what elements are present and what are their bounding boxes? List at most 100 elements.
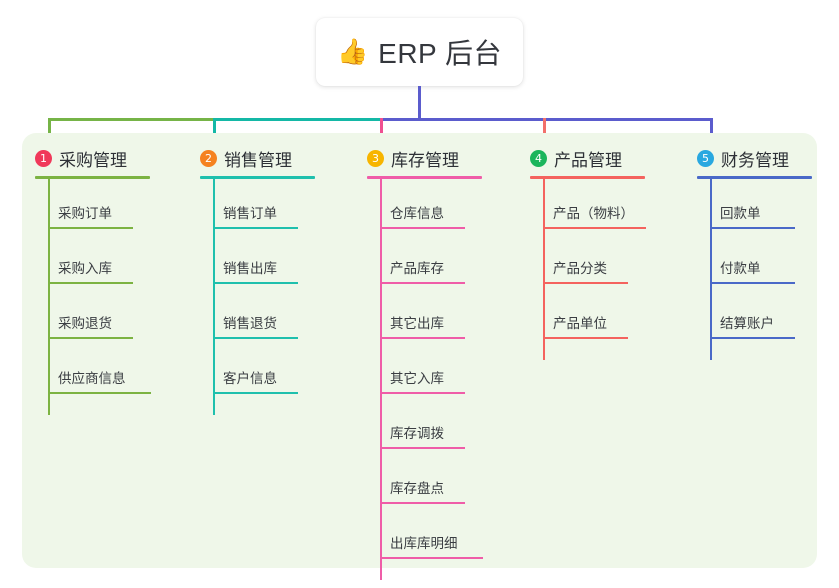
list-item-label: 库存调拨 — [390, 426, 444, 441]
list-item-label: 采购退货 — [58, 316, 112, 331]
list-item-label: 产品库存 — [390, 261, 444, 276]
column-item-list: 采购订单采购入库采购退货供应商信息 — [35, 179, 185, 399]
list-item-rule — [710, 337, 795, 339]
column-title: 财务管理 — [721, 150, 789, 170]
list-item[interactable]: 销售退货 — [200, 289, 350, 344]
list-item-rule — [48, 227, 133, 229]
list-item-rule — [380, 447, 465, 449]
column-header-rule — [530, 176, 645, 179]
list-item-rule — [213, 392, 298, 394]
column-销售管理: 2 销售管理销售订单销售出库销售退货客户信息 — [200, 146, 350, 415]
thumbs-up-icon: 👍 — [337, 37, 369, 66]
column-number-badge: 2 — [200, 149, 217, 167]
column-number-badge: 5 — [697, 149, 714, 167]
column-title: 产品管理 — [554, 150, 622, 170]
bus-segment-1 — [48, 118, 216, 121]
list-item-label: 其它出库 — [390, 316, 444, 331]
list-item-rule — [380, 392, 465, 394]
list-item-label: 库存盘点 — [390, 481, 444, 496]
list-item-rule — [380, 227, 465, 229]
list-item[interactable]: 采购订单 — [35, 179, 185, 234]
list-item[interactable]: 销售出库 — [200, 234, 350, 289]
list-item-rule — [213, 282, 298, 284]
list-item[interactable]: 仓库信息 — [367, 179, 517, 234]
column-header[interactable]: 3 库存管理 — [367, 146, 517, 170]
list-item[interactable]: 库存调拨 — [367, 399, 517, 454]
list-item[interactable]: 出库库明细 — [367, 509, 517, 564]
page-title: ERP 后台 — [378, 38, 502, 69]
list-item-label: 产品单位 — [553, 316, 607, 331]
column-trunk-line — [380, 179, 382, 580]
list-item[interactable]: 结算账户 — [697, 289, 839, 344]
root-node-card[interactable]: 👍 ERP 后台 — [316, 18, 523, 86]
list-item-rule — [543, 282, 628, 284]
list-item[interactable]: 供应商信息 — [35, 344, 185, 399]
list-item-label: 采购入库 — [58, 261, 112, 276]
list-item[interactable]: 付款单 — [697, 234, 839, 289]
column-trunk-line — [213, 179, 215, 415]
column-header-rule — [697, 176, 812, 179]
column-item-list: 产品（物料） 产品分类产品单位 — [530, 179, 680, 344]
list-item-label: 产品（物料） — [553, 206, 634, 221]
list-item-rule — [543, 337, 628, 339]
drop-line-3 — [380, 118, 383, 147]
column-header-rule — [35, 176, 150, 179]
list-item-label: 销售订单 — [223, 206, 277, 221]
column-number-badge: 4 — [530, 149, 547, 167]
column-title: 库存管理 — [391, 150, 459, 170]
drop-line-1 — [48, 118, 51, 147]
column-title: 采购管理 — [59, 150, 127, 170]
list-item[interactable]: 销售订单 — [200, 179, 350, 234]
column-header-rule — [200, 176, 315, 179]
list-item-rule — [710, 282, 795, 284]
drop-line-5 — [710, 118, 713, 147]
list-item[interactable]: 回款单 — [697, 179, 839, 234]
list-item-rule — [380, 502, 465, 504]
bus-segment-3 — [380, 118, 713, 121]
list-item-rule — [380, 282, 465, 284]
list-item-rule — [213, 337, 298, 339]
column-header[interactable]: 4 产品管理 — [530, 146, 680, 170]
drop-line-4 — [543, 118, 546, 147]
root-stem-line — [418, 86, 421, 121]
list-item[interactable]: 其它出库 — [367, 289, 517, 344]
list-item-rule — [48, 282, 133, 284]
list-item-label: 付款单 — [720, 261, 761, 276]
list-item-rule — [710, 227, 795, 229]
list-item[interactable]: 产品分类 — [530, 234, 680, 289]
column-产品管理: 4 产品管理产品（物料） 产品分类产品单位 — [530, 146, 680, 360]
column-库存管理: 3 库存管理仓库信息产品库存其它出库其它入库库存调拨库存盘点出库库明细 — [367, 146, 517, 580]
column-item-list: 仓库信息产品库存其它出库其它入库库存调拨库存盘点出库库明细 — [367, 179, 517, 564]
list-item[interactable]: 其它入库 — [367, 344, 517, 399]
column-number-badge: 1 — [35, 149, 52, 167]
list-item[interactable]: 采购退货 — [35, 289, 185, 344]
list-item-label: 其它入库 — [390, 371, 444, 386]
list-item[interactable]: 产品（物料） — [530, 179, 680, 234]
column-title: 销售管理 — [224, 150, 292, 170]
list-item-label: 采购订单 — [58, 206, 112, 221]
list-item-rule — [48, 392, 151, 394]
column-trunk-line — [543, 179, 545, 360]
column-header-rule — [367, 176, 482, 179]
diagram-panel — [22, 133, 817, 568]
column-header[interactable]: 2 销售管理 — [200, 146, 350, 170]
list-item-rule — [380, 557, 483, 559]
list-item[interactable]: 库存盘点 — [367, 454, 517, 509]
list-item[interactable]: 采购入库 — [35, 234, 185, 289]
list-item-label: 结算账户 — [720, 316, 774, 331]
list-item-label: 仓库信息 — [390, 206, 444, 221]
drop-line-2 — [213, 118, 216, 147]
list-item-rule — [380, 337, 465, 339]
list-item[interactable]: 产品单位 — [530, 289, 680, 344]
list-item-label: 供应商信息 — [58, 371, 126, 386]
list-item-label: 出库库明细 — [390, 536, 458, 551]
list-item-label: 销售退货 — [223, 316, 277, 331]
list-item[interactable]: 产品库存 — [367, 234, 517, 289]
list-item[interactable]: 客户信息 — [200, 344, 350, 399]
column-header[interactable]: 1 采购管理 — [35, 146, 185, 170]
column-采购管理: 1 采购管理采购订单采购入库采购退货供应商信息 — [35, 146, 185, 415]
list-item-label: 销售出库 — [223, 261, 277, 276]
column-number-badge: 3 — [367, 149, 384, 167]
column-header[interactable]: 5 财务管理 — [697, 146, 839, 170]
column-trunk-line — [48, 179, 50, 415]
